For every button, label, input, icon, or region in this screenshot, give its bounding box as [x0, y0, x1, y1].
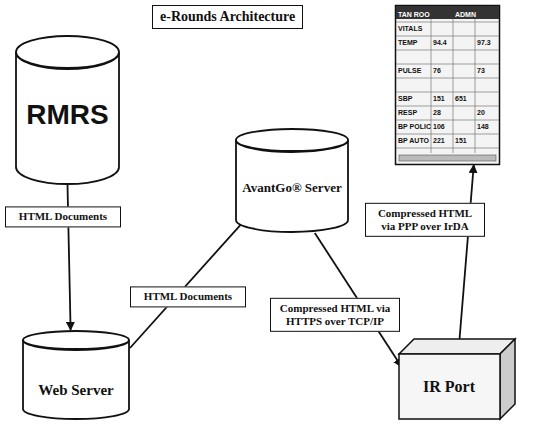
- arrow-connector: [459, 165, 473, 341]
- device-box: IR Port: [398, 338, 516, 420]
- pda-screen: TAN ROO ADMN VITALS TEMP 94.4 97.3PULSE 76 73SB…: [395, 5, 500, 165]
- node-label: IR Port: [423, 378, 475, 396]
- table-cell: 28: [433, 109, 441, 116]
- table-cell: RESP: [398, 109, 417, 116]
- table-cell: 106: [433, 123, 445, 130]
- table-cell: BP AUTO: [398, 137, 429, 144]
- table-cell: TEMP: [398, 39, 417, 46]
- table-cell: 148: [477, 123, 489, 130]
- arrow-connector: [130, 218, 246, 348]
- diagram-title: e-Rounds Architecture: [152, 5, 303, 29]
- table-cell: 151: [455, 137, 467, 144]
- database-cylinder: Web Server: [22, 330, 130, 420]
- table-cell: 20: [477, 109, 485, 116]
- table-cell: PULSE: [398, 67, 421, 74]
- table-cell: TAN ROO: [398, 11, 430, 18]
- node-label: AvantGo® Server: [242, 180, 341, 196]
- table-cell: 73: [477, 67, 485, 74]
- edge-label: Compressed HTML via PPP over IrDA: [365, 203, 485, 237]
- table-cell: ADMN: [455, 11, 476, 18]
- table-cell: 651: [455, 95, 467, 102]
- table-cell: 76: [433, 67, 441, 74]
- database-cylinder: AvantGo® Server: [235, 128, 349, 233]
- node-label: Web Server: [38, 382, 113, 399]
- table-cell: BP POLIC: [398, 123, 431, 130]
- node-outline: [22, 330, 130, 420]
- table-cell: 151: [433, 95, 445, 102]
- database-cylinder: RMRS: [15, 35, 120, 185]
- node-label: RMRS: [26, 99, 108, 131]
- table-cell: 221: [433, 137, 445, 144]
- table-cell: VITALS: [398, 25, 422, 32]
- table-cell: 97.3: [477, 39, 491, 46]
- table-cell: SBP: [398, 95, 412, 102]
- table-cell: 94.4: [433, 39, 447, 46]
- edge-label: Compressed HTML via HTTPS over TCP/IP: [270, 298, 400, 332]
- edge-label: HTML Documents: [130, 286, 246, 307]
- edge-label: HTML Documents: [5, 206, 121, 227]
